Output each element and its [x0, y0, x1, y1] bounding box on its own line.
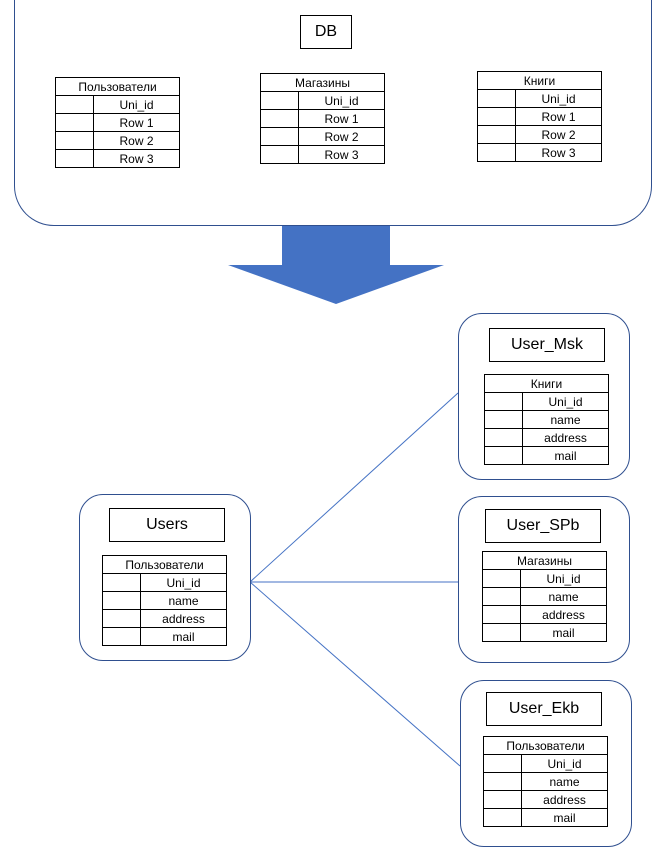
- table-cell-blank: [102, 573, 141, 592]
- user-ekb-table: Пользователи Uni_id name address mail: [483, 736, 608, 827]
- table-cell: mail: [140, 627, 227, 646]
- table-cell: mail: [521, 808, 608, 827]
- connector-line-msk: [249, 392, 459, 583]
- table-cell: Row 3: [93, 149, 180, 168]
- user-msk-title: User_Msk: [489, 328, 605, 362]
- table-cell: Row 1: [298, 109, 385, 128]
- table-row: Row 2: [260, 127, 385, 146]
- table-row: mail: [482, 623, 607, 642]
- table-row: mail: [483, 808, 608, 827]
- table-row: address: [484, 428, 609, 447]
- table-cell-blank: [482, 569, 521, 588]
- table-row: name: [483, 772, 608, 791]
- table-cell-blank: [482, 605, 521, 624]
- user-spb-title: User_SPb: [485, 509, 601, 543]
- table-cell: name: [522, 410, 609, 429]
- table-row: mail: [102, 627, 227, 646]
- table-cell-blank: [483, 790, 522, 809]
- table-cell: name: [140, 591, 227, 610]
- table-row: Uni_id: [482, 569, 607, 588]
- table-cell-blank: [484, 428, 523, 447]
- table-cell-blank: [102, 627, 141, 646]
- db-table-knigi: Книги Uni_id Row 1 Row 2 Row 3: [477, 71, 602, 162]
- table-cell-blank: [102, 591, 141, 610]
- table-cell-blank: [483, 772, 522, 791]
- table-cell: mail: [520, 623, 607, 642]
- user-msk-table: Книги Uni_id name address mail: [484, 374, 609, 465]
- table-cell: Uni_id: [522, 392, 609, 411]
- table-cell: name: [520, 587, 607, 606]
- table-cell: address: [520, 605, 607, 624]
- table-cell: Uni_id: [520, 569, 607, 588]
- table-header: Магазины: [482, 551, 607, 570]
- table-cell: Row 3: [515, 143, 602, 162]
- table-cell-blank: [482, 587, 521, 606]
- table-cell: address: [522, 428, 609, 447]
- db-table-polzovateli: Пользователи Uni_id Row 1 Row 2 Row 3: [55, 77, 180, 168]
- table-cell: Row 2: [298, 127, 385, 146]
- table-row: Uni_id: [484, 392, 609, 411]
- table-row: Row 3: [477, 143, 602, 162]
- connector-line-ekb: [249, 581, 461, 767]
- table-row: address: [482, 605, 607, 624]
- table-cell-blank: [102, 609, 141, 628]
- table-cell: Row 3: [298, 145, 385, 164]
- users-table: Пользователи Uni_id name address mail: [102, 555, 227, 646]
- table-cell: Uni_id: [140, 573, 227, 592]
- table-row: name: [482, 587, 607, 606]
- table-row: Row 3: [55, 149, 180, 168]
- table-header: Пользователи: [102, 555, 227, 574]
- table-cell: mail: [522, 446, 609, 465]
- user-ekb-title: User_Ekb: [486, 692, 602, 726]
- table-cell: name: [521, 772, 608, 791]
- table-row: Row 1: [477, 107, 602, 126]
- table-row: mail: [484, 446, 609, 465]
- table-cell-blank: [484, 410, 523, 429]
- down-arrow-icon: [228, 226, 444, 304]
- user-spb-table: Магазины Uni_id name address mail: [482, 551, 607, 642]
- table-row: Uni_id: [102, 573, 227, 592]
- table-header: Пользователи: [483, 736, 608, 755]
- table-cell-blank: [484, 392, 523, 411]
- table-row: Row 3: [260, 145, 385, 164]
- users-title: Users: [109, 508, 225, 542]
- table-row: address: [483, 790, 608, 809]
- table-row: Uni_id: [483, 754, 608, 773]
- table-cell-blank: [482, 623, 521, 642]
- table-header: Книги: [484, 374, 609, 393]
- table-cell-blank: [483, 808, 522, 827]
- table-row: name: [102, 591, 227, 610]
- table-cell-blank: [483, 754, 522, 773]
- table-row: Row 1: [260, 109, 385, 128]
- table-cell: Uni_id: [521, 754, 608, 773]
- db-table-magaziny: Магазины Uni_id Row 1 Row 2 Row 3: [260, 73, 385, 164]
- table-cell: address: [521, 790, 608, 809]
- table-cell: address: [140, 609, 227, 628]
- table-row: name: [484, 410, 609, 429]
- table-row: address: [102, 609, 227, 628]
- db-title: DB: [300, 15, 352, 49]
- table-row: Row 2: [55, 131, 180, 150]
- table-cell-blank: [484, 446, 523, 465]
- table-cell: Row 1: [93, 113, 180, 132]
